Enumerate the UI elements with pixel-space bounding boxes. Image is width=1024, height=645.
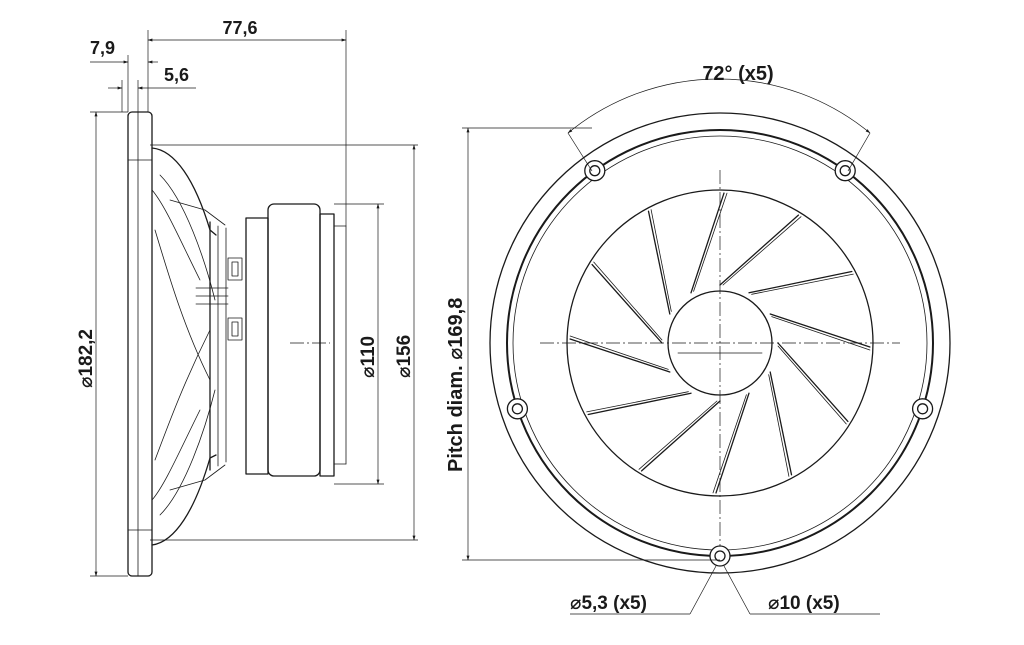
magnet-assembly <box>245 203 347 477</box>
outer-frame-ring <box>489 112 951 574</box>
dim-outer-diameter: ⌀182,2 <box>76 111 128 577</box>
dim-angle: 72° (x5) <box>567 63 871 172</box>
basket-spoke <box>587 392 692 416</box>
basket-spoke <box>569 338 671 373</box>
basket-spoke <box>715 392 750 494</box>
basket-spoke-edge <box>751 273 854 295</box>
dim-gasket: 5,6 <box>108 65 196 112</box>
dim-pitch-label: Pitch diam. ⌀169,8 <box>445 298 467 472</box>
basket-spoke-edge <box>768 374 790 477</box>
dim-gasket-label: 5,6 <box>164 65 189 85</box>
dim-hole-small-label: ⌀5,3 (x5) <box>570 593 647 614</box>
basket-frame <box>151 147 227 546</box>
dim-magnet-inner: ⌀110 <box>334 203 384 485</box>
dim-magnet-outer-label: ⌀156 <box>394 335 415 378</box>
basket-spoke <box>690 192 725 294</box>
dim-flange-label: 7,9 <box>90 38 115 58</box>
dim-hole-callouts: ⌀5,3 (x5) ⌀10 (x5) <box>570 565 880 615</box>
basket-spoke <box>769 313 871 348</box>
mounting-hole <box>584 160 606 182</box>
front-view: 72° (x5) Pitch diam. ⌀169,8 ⌀5,3 (x5) ⌀1… <box>445 63 951 615</box>
basket-spoke-edge <box>712 394 747 494</box>
basket-spoke <box>777 342 849 423</box>
basket-spokes <box>569 192 871 494</box>
basket-spoke-edge <box>777 345 847 425</box>
dim-angle-label: 72° (x5) <box>702 63 773 85</box>
dim-outer-diameter-label: ⌀182,2 <box>76 329 97 388</box>
basket-spoke <box>769 371 793 476</box>
mounting-hole <box>709 545 731 567</box>
front-flange <box>127 111 153 577</box>
dim-hole-large-label: ⌀10 (x5) <box>768 593 840 614</box>
basket-spoke-edge <box>569 335 669 370</box>
basket-spoke <box>748 270 853 294</box>
dim-depth: 77,6 <box>147 18 347 226</box>
dim-pitch-diameter: Pitch diam. ⌀169,8 <box>445 127 720 561</box>
basket-spoke <box>640 400 721 472</box>
basket-spoke-edge <box>771 316 871 351</box>
dim-magnet-inner-label: ⌀110 <box>358 336 379 378</box>
basket-spoke-edge <box>693 192 728 292</box>
mounting-hole <box>834 160 856 182</box>
basket-spoke-edge <box>722 216 802 286</box>
basket-spoke-edge <box>650 209 672 312</box>
basket-spoke-edge <box>593 261 663 341</box>
terminals <box>195 257 243 341</box>
mounting-holes <box>506 160 934 567</box>
basket-spoke <box>647 210 671 315</box>
dim-flange: 7,9 <box>90 38 158 112</box>
basket-spoke-edge <box>638 400 718 470</box>
mounting-hole <box>911 398 934 420</box>
side-view: 77,6 7,9 5,6 ⌀182,2 ⌀ <box>76 18 418 577</box>
basket-spoke <box>591 263 663 344</box>
dim-depth-label: 77,6 <box>222 18 257 38</box>
basket-spoke <box>719 214 800 286</box>
dim-magnet-outer: ⌀156 <box>150 144 418 541</box>
basket-spoke-edge <box>586 391 689 413</box>
mounting-hole <box>506 398 529 420</box>
